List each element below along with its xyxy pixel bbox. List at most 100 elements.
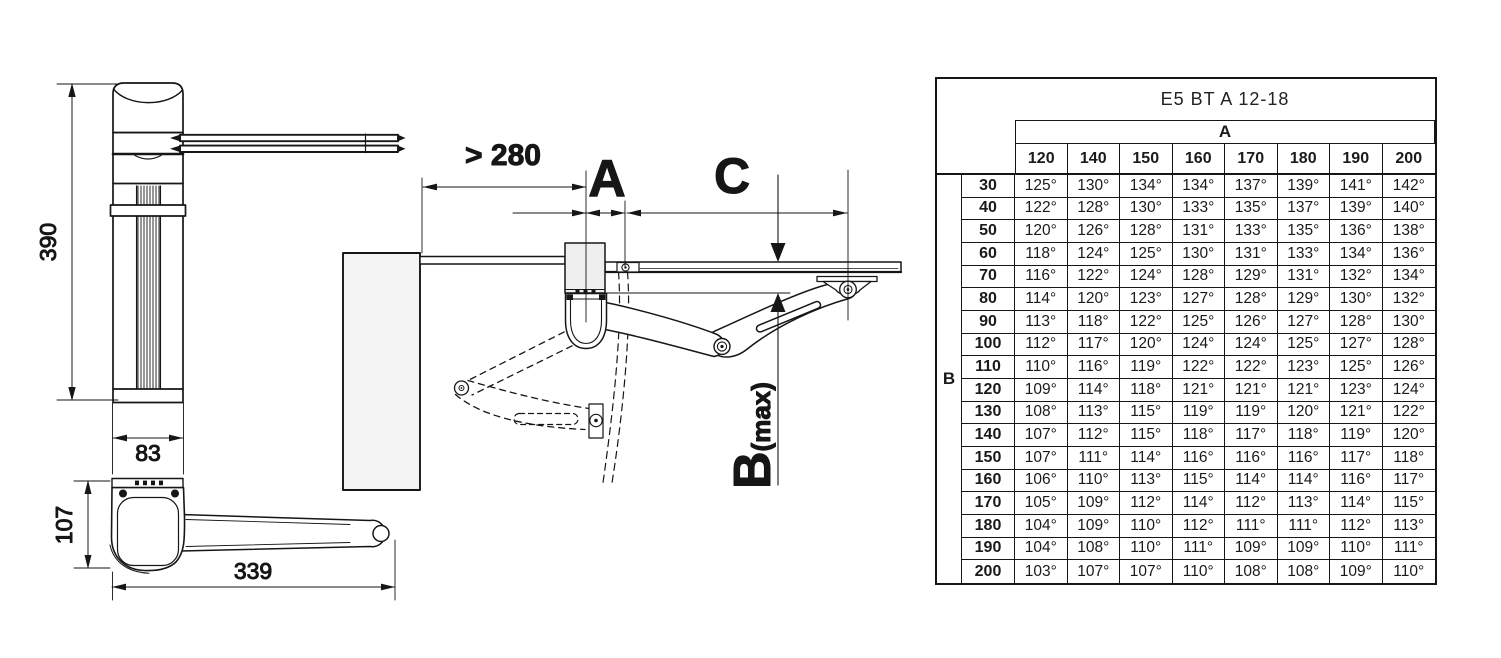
angle-value-cell: 120° [1277,401,1330,425]
angle-value-cell: 120° [1067,288,1120,311]
angle-value-cell: 106° [1015,469,1068,493]
angle-value-cell: 112° [1330,514,1383,538]
arm-open-dashed [453,326,604,439]
arm-closed-solid [595,275,878,358]
angle-value-cell: 120° [1015,220,1068,243]
row-header: 190 [962,537,1015,561]
angle-value-cell: 125° [1277,333,1330,357]
angle-value-cell: 118° [1382,446,1435,470]
angle-value-cell: 122° [1172,356,1225,379]
angle-value-cell: 118° [1015,242,1068,266]
row-header: 80 [962,288,1015,311]
angle-value-cell: 122° [1382,401,1435,425]
row-header: 170 [962,492,1015,515]
gate-leaf [604,261,902,273]
angle-value-cell: 122° [1225,356,1278,379]
angle-value-cell: 104° [1015,537,1068,561]
front-view-drawing [109,82,406,404]
row-header: 120 [962,378,1015,402]
angle-value-cell: 103° [1015,560,1068,583]
row-header: 200 [962,560,1015,583]
angle-value-cell: 111° [1382,537,1435,561]
angle-value-cell: 107° [1015,446,1068,470]
angle-value-cell: 113° [1120,469,1173,493]
angle-value-cell: 110° [1330,537,1383,561]
angle-value-cell: 111° [1277,514,1330,538]
technical-drawings: 390 83 107 339 > 280 A C B(max) [35,82,903,601]
angle-value-cell: 114° [1015,288,1068,311]
row-header: 70 [962,265,1015,289]
angle-value-cell: 135° [1277,220,1330,243]
angle-value-cell: 123° [1277,356,1330,379]
angle-value-cell: 133° [1225,220,1278,243]
angle-value-cell: 127° [1172,288,1225,311]
angle-value-cell: 112° [1172,514,1225,538]
angle-value-cell: 123° [1120,288,1173,311]
angle-value-cell: 124° [1067,242,1120,266]
angle-value-cell: 118° [1277,424,1330,447]
angle-value-cell: 121° [1277,378,1330,402]
label-83: 83 [135,440,161,466]
mount-plate [111,477,184,489]
wall-rail [419,255,566,265]
angle-value-cell: 111° [1067,446,1120,470]
angle-value-cell: 134° [1330,242,1383,266]
label-dim-b-max: B(max) [724,382,782,489]
angle-value-cell: 111° [1225,514,1278,538]
angle-value-cell: 109° [1067,514,1120,538]
row-header: 130 [962,401,1015,425]
installation-drawing [342,242,903,491]
angle-value-cell: 128° [1067,197,1120,221]
dimension-390 [56,83,119,401]
angle-value-cell: 135° [1225,197,1278,221]
angle-value-cell: 113° [1277,492,1330,515]
angle-value-cell: 109° [1330,560,1383,583]
angle-value-cell: 132° [1330,265,1383,289]
dimension-b-max [770,174,786,486]
table-title: E5 BT A 12-18 [1160,89,1290,109]
angle-value-cell: 128° [1382,333,1435,357]
angle-value-cell: 140° [1382,197,1435,221]
angle-value-cell: 104° [1015,514,1068,538]
angle-value-cell: 116° [1277,446,1330,470]
bolt-right [171,489,179,498]
dimension-107 [73,480,111,569]
angle-value-cell: 118° [1172,424,1225,447]
row-header: 40 [962,197,1015,221]
angle-value-cell: 130° [1382,310,1435,334]
angle-value-cell: 115° [1120,401,1173,425]
angle-value-cell: 129° [1225,265,1278,289]
angle-value-cell: 125° [1330,356,1383,379]
angle-value-cell: 134° [1382,265,1435,289]
angle-value-cell: 116° [1015,265,1068,289]
angle-value-cell: 109° [1067,492,1120,515]
angle-value-cell: 116° [1330,469,1383,493]
angle-value-cell: 124° [1382,378,1435,402]
col-header: 200 [1395,149,1423,167]
angle-value-cell: 116° [1225,446,1278,470]
angle-value-cell: 110° [1067,469,1120,493]
angle-value-cell: 132° [1382,288,1435,311]
angle-value-cell: 126° [1225,310,1278,334]
row-header: 160 [962,469,1015,493]
row-header: 140 [962,424,1015,447]
angle-value-cell: 116° [1172,446,1225,470]
angle-value-cell: 108° [1015,401,1068,425]
angle-value-cell: 131° [1277,265,1330,289]
angle-value-cell: 110° [1382,560,1435,583]
row-header: 50 [962,220,1015,243]
bolt-left [119,489,127,498]
angle-value-cell: 115° [1382,492,1435,515]
dimensions [56,83,849,601]
label-min-clearance: > 280 [465,139,541,172]
angle-value-cell: 122° [1015,197,1068,221]
angle-value-cell: 107° [1120,560,1173,583]
angle-value-cell: 127° [1277,310,1330,334]
angle-value-cell: 138° [1382,220,1435,243]
col-header: 120 [1015,144,1068,173]
dimension-339 [111,539,396,601]
angle-value-cell: 131° [1225,242,1278,266]
angle-value-cell: 134° [1172,175,1225,198]
